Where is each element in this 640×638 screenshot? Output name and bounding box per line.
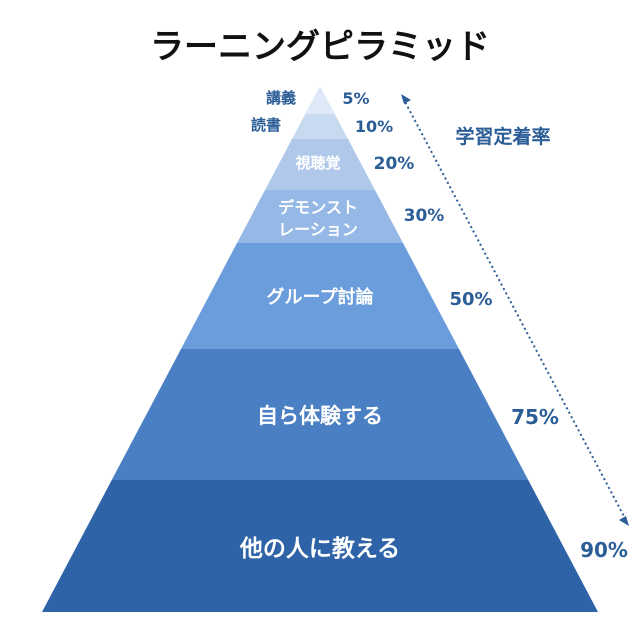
retention-arrow <box>401 94 629 526</box>
retention-percent-7: 90% <box>580 538 628 562</box>
retention-percent-4: 30% <box>404 206 445 226</box>
pyramid-level-4 <box>237 190 403 243</box>
retention-percent-6: 75% <box>511 405 559 429</box>
retention-percent-5: 50% <box>449 289 492 310</box>
pyramid-level-7 <box>42 480 598 612</box>
level-label-4: デモンストレーション <box>278 198 358 239</box>
pyramid-level-2 <box>291 114 349 139</box>
retention-axis-label: 学習定着率 <box>455 125 550 148</box>
retention-percent-2: 10% <box>355 117 393 136</box>
pyramid <box>42 86 598 612</box>
diagram-title: ラーニングピラミッド <box>150 27 490 67</box>
pyramid-level-6 <box>111 349 529 480</box>
retention-percent-1: 5% <box>342 89 369 108</box>
pyramid-level-5 <box>181 243 459 349</box>
level-label-1: 講義 <box>266 89 296 107</box>
level-label-7: 他の人に教える <box>239 535 400 562</box>
level-label-6: 自ら体験する <box>257 404 383 428</box>
level-label-3: 視聴覚 <box>294 154 340 172</box>
level-label-2: 読書 <box>251 116 281 134</box>
level-label-5: グループ討論 <box>267 286 375 308</box>
pyramid-level-1 <box>305 86 335 114</box>
pyramid-level-3 <box>265 139 375 190</box>
retention-percentages: 5% 10% 20% 30% 50% 75% 90% <box>342 89 628 562</box>
arrow-head-top-icon <box>401 94 411 104</box>
arrow-head-bottom-icon <box>619 516 629 526</box>
retention-percent-3: 20% <box>374 154 415 174</box>
